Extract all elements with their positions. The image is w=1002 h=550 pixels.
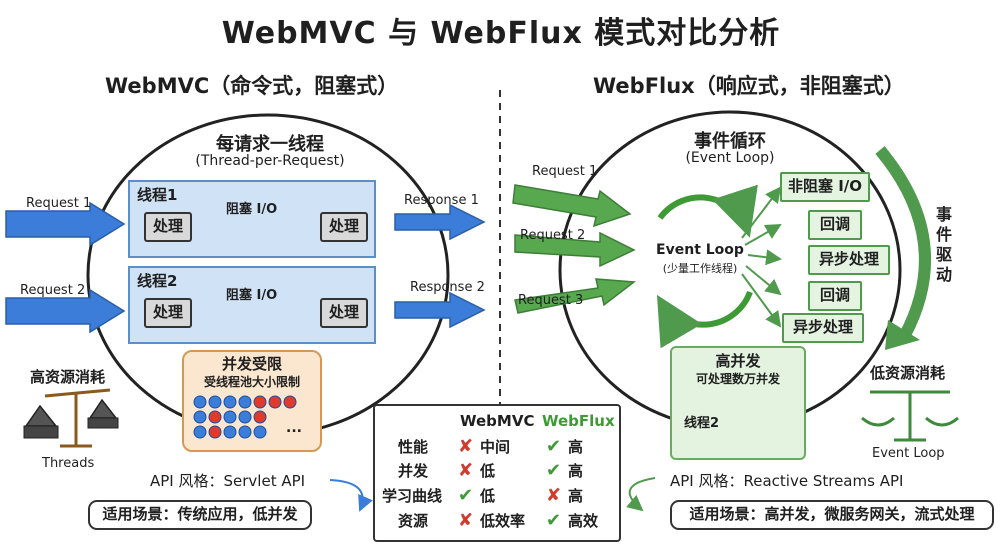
table-header-mvc: WebMVC — [460, 412, 535, 430]
table-cell-flux: 高 — [568, 438, 584, 456]
request-1-arrow — [5, 201, 126, 247]
thread-2-label: 线程2 — [137, 272, 178, 290]
table-row-label: 并发 — [398, 462, 429, 480]
cross-icon: ✘ — [546, 485, 562, 506]
limit-subtitle: 受线程池大小限制 — [203, 375, 300, 389]
table-cell-mvc: 低 — [480, 487, 496, 505]
mvc-circle-subtitle: (Thread-per-Request) — [195, 153, 345, 169]
comparison-table — [373, 404, 621, 542]
limit-title: 并发受限 — [221, 355, 282, 373]
table-cell-mvc: 中间 — [480, 438, 511, 456]
scale-icon-right — [861, 390, 959, 442]
event-driven-char: 件 — [936, 225, 953, 244]
event-loop-subtitle: (少量工作线程) — [662, 262, 738, 275]
mvc-scale-caption: Threads — [42, 456, 95, 471]
table-row-label: 学习曲线 — [382, 487, 443, 505]
mvc-response-1-label: Response 1 — [404, 193, 479, 208]
event-driven-arrow — [875, 146, 931, 338]
flux-request-2-label: Request 2 — [520, 228, 586, 243]
flux-circle-subtitle: (Event Loop) — [685, 150, 775, 166]
event-driven-char: 驱 — [936, 245, 953, 264]
flux-request-3-label: Request 3 — [518, 293, 584, 308]
mvc-response-arrows — [394, 203, 486, 329]
high-title: 高并发 — [715, 352, 761, 370]
output-callback-1: 回调 — [808, 210, 862, 240]
event-loop-title: Event Loop — [656, 242, 744, 258]
cross-icon: ✘ — [458, 460, 474, 481]
table-cell-flux: 高 — [568, 462, 584, 480]
scale-icon-left — [44, 388, 111, 448]
flux-api-style: API 风格：Reactive Streams API — [670, 472, 904, 490]
thread-2-block-label: 阻塞 I/O — [226, 288, 278, 303]
flux-thread-label: 线程2 — [684, 416, 720, 431]
high-concurrency-panel — [670, 346, 806, 460]
thread-1-process-a: 处理 — [144, 212, 192, 242]
flux-scale-caption: Event Loop — [872, 446, 945, 461]
thread-1-label: 线程1 — [137, 186, 178, 204]
flux-circle-title: 事件循环 — [694, 131, 766, 152]
check-icon: ✔ — [546, 510, 562, 531]
flux-request-arrows — [512, 184, 637, 314]
check-icon: ✔ — [546, 436, 562, 457]
response-1-arrow — [394, 203, 486, 241]
thread-1-block-label: 阻塞 I/O — [226, 202, 278, 217]
event-driven-char: 事 — [936, 205, 953, 224]
response-2-arrow — [394, 291, 486, 329]
event-loop-cycle — [656, 184, 758, 349]
output-async-2: 异步处理 — [782, 313, 864, 343]
request-2-arrow — [5, 288, 126, 334]
mvc-resource-label: 高资源消耗 — [30, 368, 106, 386]
flux-resource-label: 低资源消耗 — [870, 364, 946, 382]
thread-2-process-a: 处理 — [144, 298, 192, 328]
thread-1-process-b: 处理 — [320, 212, 368, 242]
mvc-heading: WebMVC（命令式，阻塞式） — [105, 74, 399, 98]
output-async-1: 异步处理 — [808, 245, 890, 275]
mvc-api-connector — [329, 479, 373, 512]
check-icon: ✔ — [458, 485, 474, 506]
table-cell-flux: 高 — [568, 487, 584, 505]
mvc-request-arrows — [5, 201, 126, 334]
table-cell-mvc: 低 — [480, 462, 496, 480]
table-header-flux: WebFlux — [542, 412, 615, 430]
cross-icon: ✘ — [458, 510, 474, 531]
cross-icon: ✘ — [458, 436, 474, 457]
check-icon: ✔ — [546, 460, 562, 481]
flux-request-1-label: Request 1 — [532, 164, 598, 179]
thread-pool-grid — [193, 395, 297, 439]
thread-2-process-b: 处理 — [320, 298, 368, 328]
mvc-request-1-label: Request 1 — [26, 196, 92, 211]
flux-scenario: 适用场景：高并发，微服务网关，流式处理 — [670, 500, 994, 530]
table-row-label: 性能 — [398, 438, 429, 456]
output-nonblocking-io: 非阻塞 I/O — [780, 172, 870, 202]
event-driven-char: 动 — [936, 265, 953, 284]
high-subtitle: 可处理数万并发 — [695, 372, 780, 386]
mvc-scenario: 适用场景：传统应用，低并发 — [88, 500, 312, 530]
flux-api-connector — [626, 477, 656, 512]
mvc-api-style: API 风格：Servlet API — [150, 472, 306, 490]
mvc-request-2-label: Request 2 — [20, 283, 86, 298]
mvc-circle-title: 每请求一线程 — [216, 134, 324, 155]
mvc-response-2-label: Response 2 — [410, 280, 485, 295]
page-title: WebMVC 与 WebFlux 模式对比分析 — [221, 16, 781, 51]
event-driven-label: 事 件 驱 动 — [936, 205, 956, 285]
table-cell-mvc: 低效率 — [480, 512, 526, 530]
event-loop-fanout — [741, 186, 782, 328]
flux-heading: WebFlux（响应式，非阻塞式） — [593, 74, 905, 98]
table-cell-flux: 高效 — [568, 512, 599, 530]
output-callback-2: 回调 — [808, 281, 862, 311]
thread-pool-ellipsis: ... — [286, 420, 302, 436]
table-row-label: 资源 — [398, 512, 429, 530]
